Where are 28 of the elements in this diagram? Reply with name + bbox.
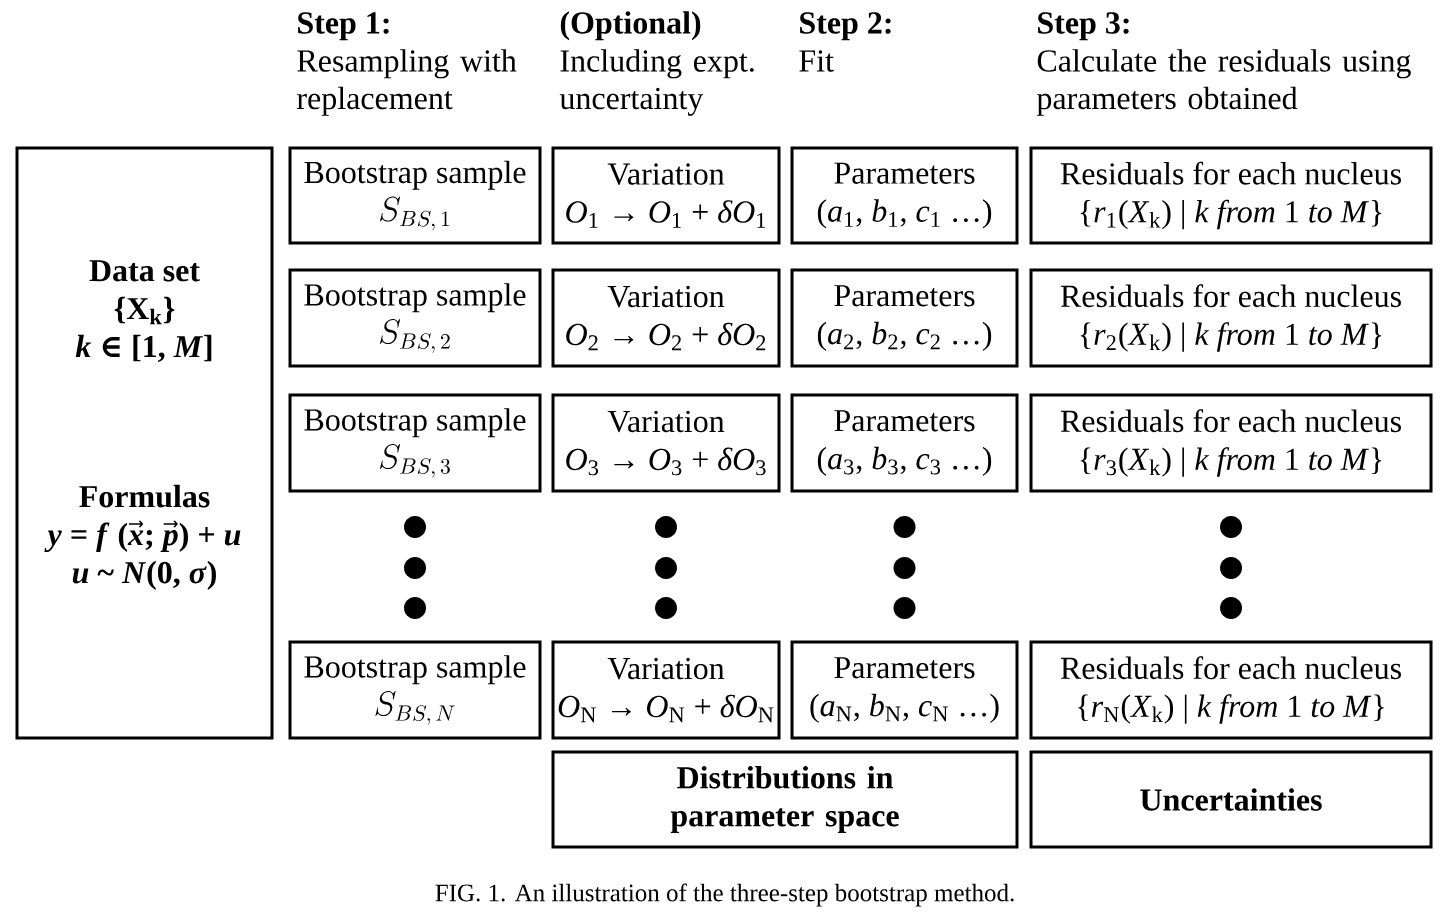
result-box: Distributions in parameter space	[551, 750, 1019, 849]
step-heading: Step 2:	[800, 12, 891, 41]
parameters-box: Parameters (a$_{N}$, b$_{N}$, c$_{N}$ …)	[790, 640, 1019, 740]
residuals-box: Residuals for each nucleus {r$_{1}$(X$_{k}$) | k from 1 to M}	[1029, 146, 1433, 245]
sample-box: Bootstrap sample $S_{BS,\,N}$	[288, 640, 542, 740]
result-box: Uncertainties	[1029, 750, 1433, 849]
variation-box: Variation O$_{2}$ → O$_{2}$ + δO$_{2}$	[551, 268, 781, 368]
step-description: Calculate the residuals using parameters obtained	[1036, 49, 1411, 116]
figure-caption: FIG. 1. An illustration of the three-step bootstrap method.	[435, 883, 1014, 907]
parameters-box: Parameters (a$_{3}$, b$_{3}$, c$_{3}$ …)	[790, 393, 1019, 493]
step-description: Including expt. uncertainty	[559, 49, 754, 116]
step-description: Fit	[799, 50, 834, 72]
step-heading: Step 3:	[1038, 12, 1129, 41]
residuals-box: Residuals for each nucleus {r$_{2}$(X$_{k}$) | k from 1 to M}	[1029, 268, 1433, 368]
variation-box: Variation O$_{1}$ → O$_{1}$ + δO$_{1}$	[551, 146, 781, 245]
parameters-box: Parameters (a$_{2}$, b$_{2}$, c$_{2}$ …)	[790, 268, 1019, 368]
step-heading: (Optional)	[560, 11, 701, 41]
step-heading: Step 1:	[298, 12, 389, 41]
data-box: Data set {X$_{k}$} k ∈ [1, M] Formulas y = f (x⃗; p⃗) + u u ~ N(0, σ)	[15, 146, 274, 740]
sample-box: Bootstrap sample $S_{BS,\,1}$	[288, 146, 542, 245]
step-description: Resampling with replacement	[297, 49, 517, 116]
residuals-box: Residuals for each nucleus {r$_{3}$(X$_{k}$) | k from 1 to M}	[1029, 393, 1433, 493]
residuals-box: Residuals for each nucleus {r$_{N}$(X$_{k}$) | k from 1 to M}	[1029, 640, 1433, 740]
parameters-box: Parameters (a$_{1}$, b$_{1}$, c$_{1}$ …)	[790, 146, 1019, 245]
sample-box: Bootstrap sample $S_{BS,\,3}$	[288, 393, 542, 493]
variation-box: Variation O$_{3}$ → O$_{3}$ + δO$_{3}$	[551, 393, 781, 493]
variation-box: Variation O$_{N}$ → O$_{N}$ + δO$_{N}$	[551, 640, 781, 740]
sample-box: Bootstrap sample $S_{BS,\,2}$	[288, 268, 542, 368]
